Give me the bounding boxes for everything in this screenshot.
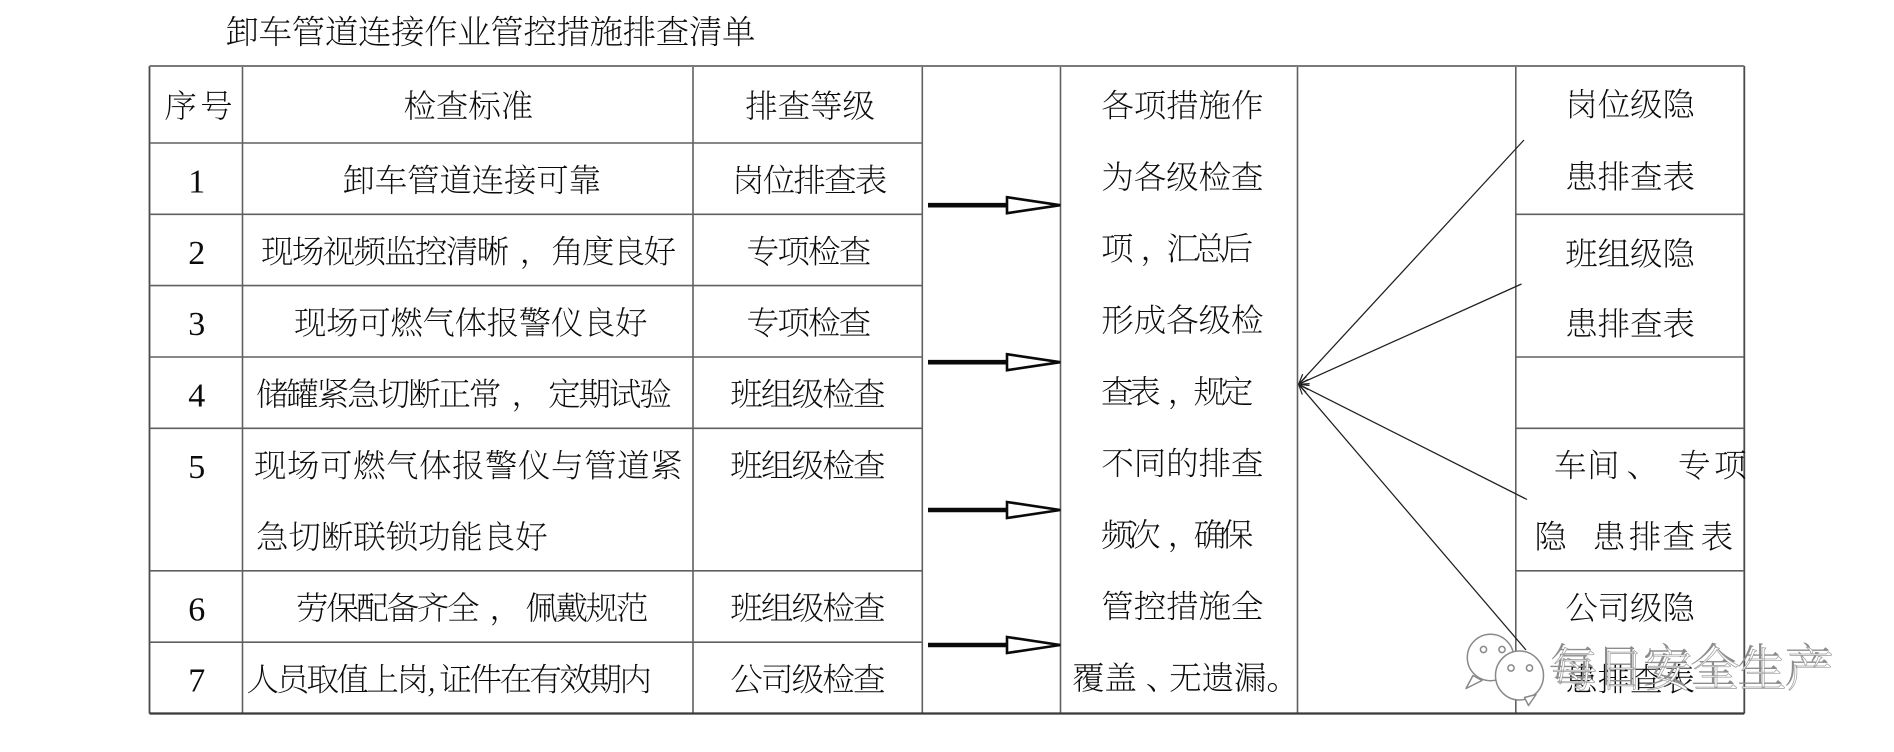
svg-text:3: 3 xyxy=(188,306,205,343)
svg-text:4: 4 xyxy=(188,377,205,414)
svg-text:2: 2 xyxy=(188,235,205,272)
svg-text:5: 5 xyxy=(188,449,205,486)
svg-text:7: 7 xyxy=(188,663,205,700)
svg-text:6: 6 xyxy=(188,591,205,628)
svg-text:1: 1 xyxy=(188,164,205,201)
